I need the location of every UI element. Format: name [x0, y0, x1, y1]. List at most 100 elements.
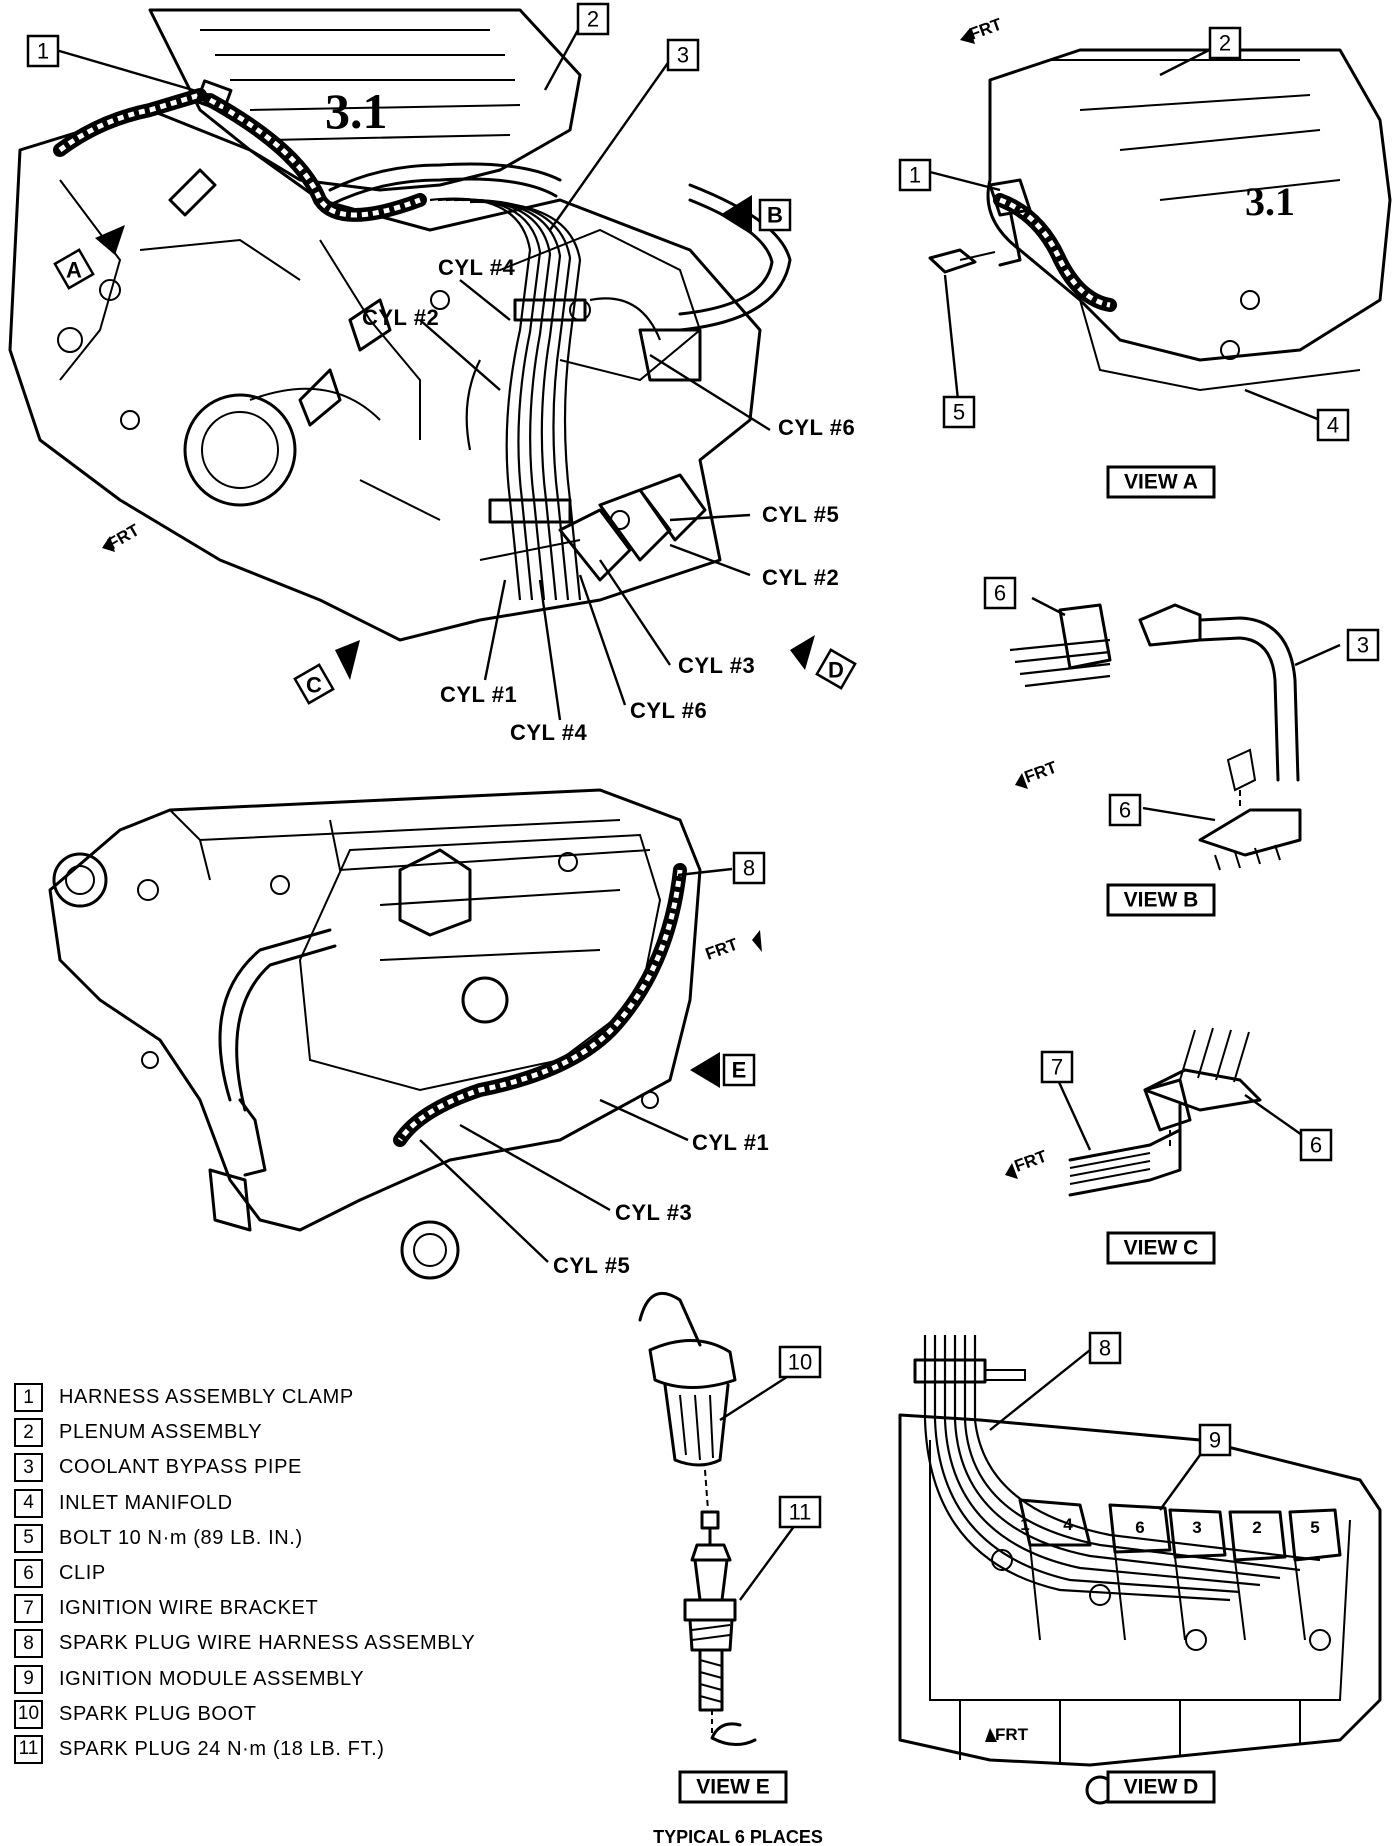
legend-text: INLET MANIFOLD [59, 1491, 233, 1514]
view-b-label: VIEW B [1106, 883, 1216, 917]
callout-1-main: 1 [26, 34, 60, 68]
view-arrow-a: A [53, 225, 125, 290]
svg-text:1: 1 [37, 39, 49, 64]
svg-text:FRT: FRT [967, 14, 1005, 43]
legend-item: 5 BOLT 10 N·m (89 LB. IN.) [14, 1521, 574, 1556]
callout-6-view-c: 6 [1299, 1128, 1333, 1162]
svg-text:FRT: FRT [105, 520, 144, 553]
rear-cylinder-labels: CYL #1 CYL #3 CYL #5 [553, 1130, 769, 1278]
svg-text:FRT: FRT [995, 1725, 1029, 1744]
callout-2-main: 2 [576, 2, 610, 36]
view-arrow-d: D [790, 635, 857, 690]
svg-text:7: 7 [1051, 1055, 1063, 1080]
svg-text:6: 6 [1119, 798, 1131, 823]
view-letter-b: B [767, 203, 783, 228]
view-c-detail [1056, 1027, 1303, 1197]
callout-10-view-e: 10 [778, 1345, 822, 1379]
svg-text:FRT: FRT [1012, 1146, 1050, 1175]
view-arrow-c: C [293, 640, 360, 705]
svg-text:5: 5 [953, 400, 965, 425]
svg-text:FRT: FRT [1022, 757, 1060, 786]
legend-number: 8 [14, 1629, 43, 1659]
legend-text: IGNITION MODULE ASSEMBLY [59, 1667, 365, 1690]
view-d-frt: FRT [985, 1725, 1029, 1744]
main-leaders [55, 29, 771, 721]
legend-number: 7 [14, 1594, 43, 1624]
label-cyl-1: CYL #1 [440, 682, 517, 707]
view-d-label: VIEW D [1106, 1770, 1216, 1804]
legend-item: 4 INLET MANIFOLD [14, 1486, 574, 1521]
view-b-frt: FRT [1015, 757, 1060, 789]
view-d-detail [898, 1335, 1382, 1805]
view-arrow-e: E [690, 1052, 756, 1088]
frt-indicator-main: FRT [102, 520, 143, 553]
svg-text:2: 2 [587, 7, 599, 32]
legend-number: 6 [14, 1559, 43, 1589]
callout-3-view-b: 3 [1346, 628, 1380, 662]
callout-5-view-a: 5 [942, 395, 976, 429]
legend-text: SPARK PLUG WIRE HARNESS ASSEMBLY [59, 1632, 476, 1655]
callout-4-view-a: 4 [1316, 408, 1350, 442]
view-letter-d: D [828, 658, 844, 683]
view-c-label: VIEW C [1106, 1231, 1216, 1265]
view-arrow-b: B [720, 195, 792, 235]
svg-text:VIEW C: VIEW C [1124, 1237, 1199, 1260]
legend-item: 8 SPARK PLUG WIRE HARNESS ASSEMBLY [14, 1626, 574, 1661]
label-cyl-4-bottom: CYL #4 [510, 720, 587, 745]
view-a-detail: 3.1 [928, 40, 1392, 422]
callout-11-view-e: 11 [778, 1495, 822, 1529]
callout-9-view-d: 9 [1198, 1423, 1232, 1457]
label-cyl-5-right: CYL #5 [762, 502, 839, 527]
legend-number: 11 [14, 1734, 43, 1764]
svg-text:6: 6 [994, 581, 1006, 606]
engine-top-view: 3.1 [8, 8, 792, 642]
svg-text:3: 3 [677, 43, 689, 68]
label-cyl-6-right: CYL #6 [778, 415, 855, 440]
view-c-frt: FRT [1005, 1146, 1050, 1179]
coil-number-6: 6 [1135, 1518, 1144, 1537]
svg-text:8: 8 [1099, 1336, 1111, 1361]
svg-text:4: 4 [1327, 413, 1339, 438]
svg-text:6: 6 [1310, 1133, 1322, 1158]
view-letter-c: C [306, 673, 322, 698]
svg-text:11: 11 [789, 1500, 812, 1525]
callout-8-view-d: 8 [1088, 1331, 1122, 1365]
rear-frt: FRT [703, 930, 762, 964]
label-cyl-6-bottom: CYL #6 [630, 698, 707, 723]
legend-text: PLENUM ASSEMBLY [59, 1421, 263, 1444]
engine-badge: 3.1 [325, 83, 388, 139]
engine-rear-view [48, 788, 702, 1280]
legend-number: 10 [14, 1699, 43, 1729]
legend-text: SPARK PLUG BOOT [59, 1702, 257, 1725]
svg-text:VIEW E: VIEW E [696, 1776, 770, 1799]
legend-text: COOLANT BYPASS PIPE [59, 1456, 302, 1479]
label-cyl-4-top: CYL #4 [438, 255, 515, 280]
view-e-detail [638, 1291, 796, 1746]
legend-number: 4 [14, 1488, 43, 1518]
legend-text: HARNESS ASSEMBLY CLAMP [59, 1386, 354, 1409]
svg-text:10: 10 [788, 1350, 812, 1375]
legend-number: 9 [14, 1664, 43, 1694]
label-rear-cyl-1: CYL #1 [692, 1130, 769, 1155]
legend-number: 2 [14, 1418, 43, 1448]
label-rear-cyl-5: CYL #5 [553, 1253, 630, 1278]
legend-item: 9 IGNITION MODULE ASSEMBLY [14, 1662, 574, 1697]
legend-text: BOLT 10 N·m (89 LB. IN.) [59, 1526, 303, 1549]
coil-number-2: 2 [1252, 1518, 1261, 1537]
svg-text:2: 2 [1219, 31, 1231, 56]
callout-6-view-b-top: 6 [983, 576, 1017, 610]
svg-text:9: 9 [1209, 1428, 1221, 1453]
typical-places-note: TYPICAL 6 PLACES [653, 1827, 823, 1846]
legend-number: 5 [14, 1523, 43, 1553]
svg-text:3: 3 [1357, 633, 1369, 658]
callout-8-rear: 8 [732, 851, 766, 885]
view-letter-e: E [732, 1058, 747, 1083]
svg-text:8: 8 [743, 856, 755, 881]
svg-text:1: 1 [909, 163, 921, 188]
